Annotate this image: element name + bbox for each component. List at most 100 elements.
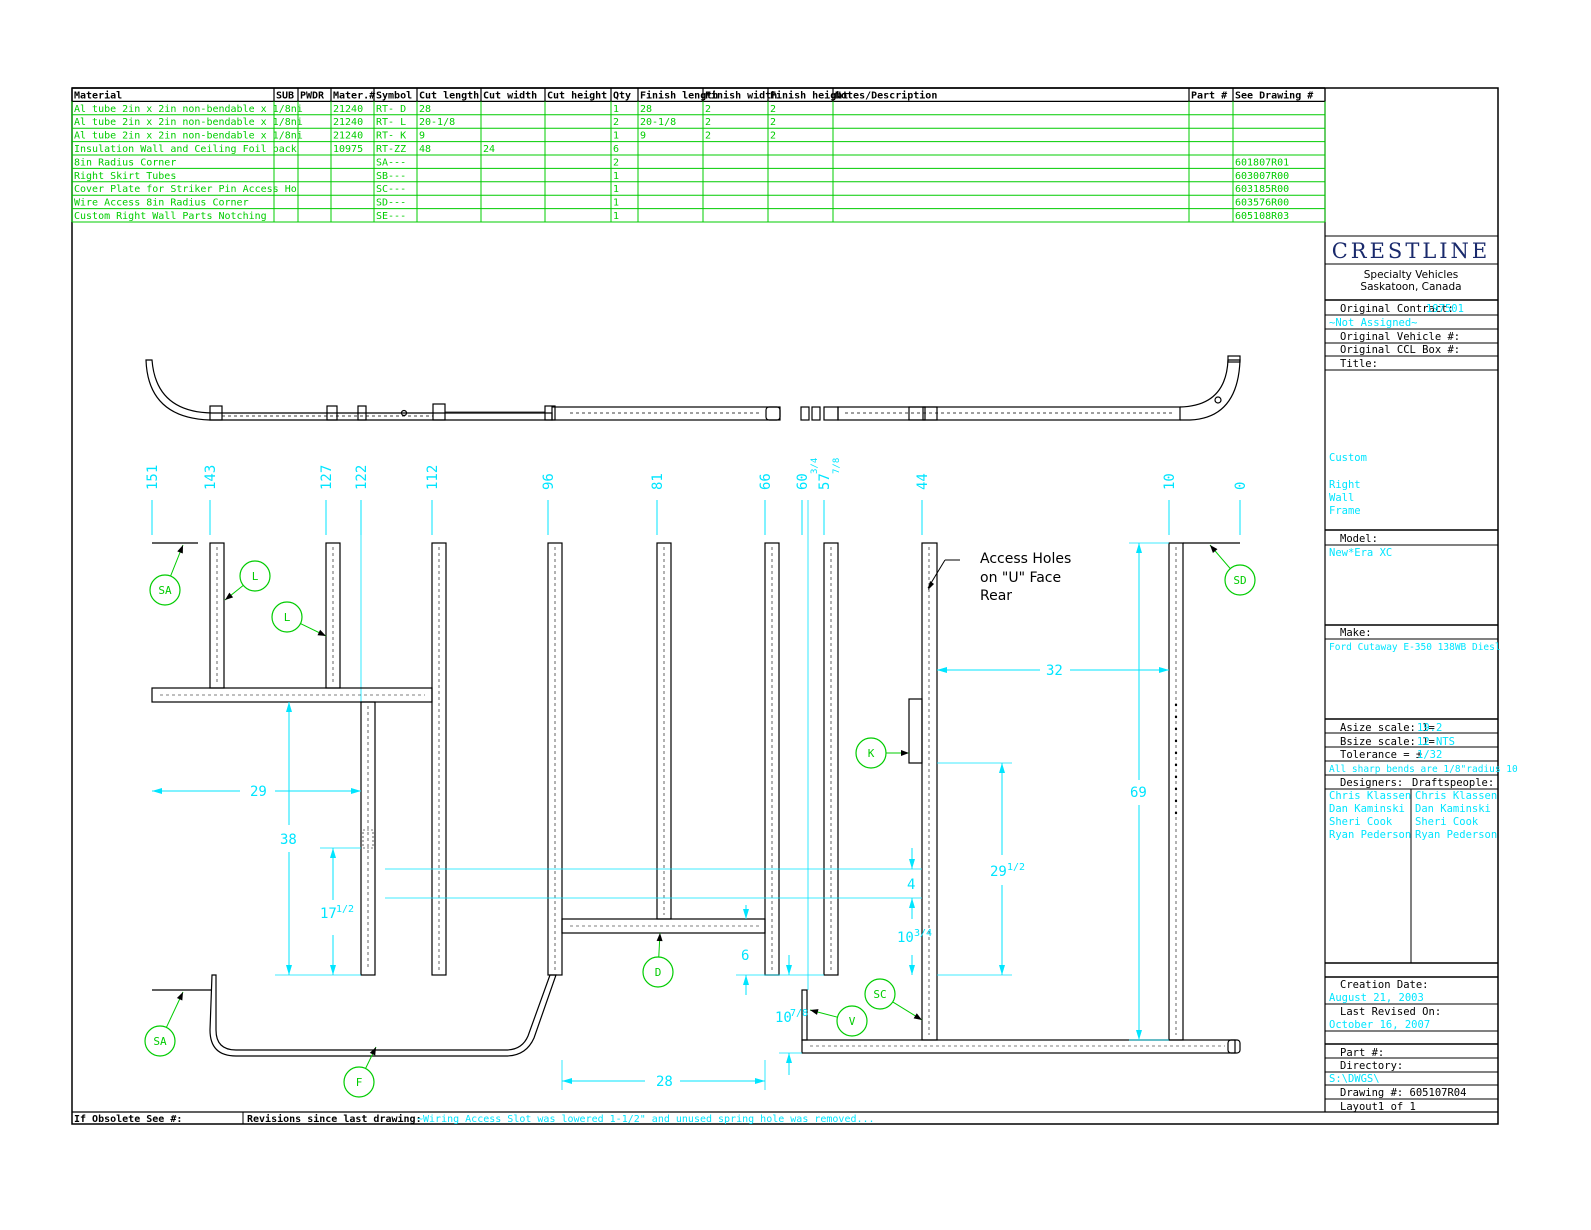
title-block: CRESTLINE Specialty Vehicles Saskatoon, … (1325, 235, 1518, 1113)
bom-cell: SA--- (376, 157, 406, 168)
bom-cell: 2 (705, 104, 711, 115)
bom-cell: RT- L (376, 117, 406, 128)
dim-32: 32 (1046, 663, 1063, 679)
balloon-arrow (1210, 545, 1218, 554)
ordinate-frac: 7/8 (832, 458, 842, 474)
draftsperson-2: Dan Kaminski (1415, 803, 1491, 815)
bom-cell: Al tube 2in x 2in non-bendable x 1/8ni (74, 117, 303, 128)
bom-cell: 603007R00 (1235, 171, 1289, 182)
bom-cell: 21240 (333, 104, 363, 115)
company-line1: Specialty Vehicles (1364, 269, 1459, 281)
front-view (151, 542, 1241, 1057)
bom-cell: 20-1/8 (419, 117, 455, 128)
bom-cell: Al tube 2in x 2in non-bendable x 1/8ni (74, 131, 303, 142)
balloon-circle (144, 1025, 176, 1057)
designer-3: Sheri Cook (1329, 816, 1393, 828)
balloon-arrow (177, 545, 183, 554)
drawing-number: Drawing #: 605107R04 (1340, 1087, 1466, 1099)
balloon-label: V (849, 1015, 856, 1028)
dim-10b-frac: 7/8 (790, 1008, 808, 1019)
balloon-label: L (252, 570, 259, 583)
bom-header-cell: See Drawing # (1235, 89, 1313, 101)
bom-header-cell: Part # (1191, 90, 1227, 101)
title-label: Title: (1340, 358, 1378, 370)
balloon-arrow (913, 1013, 922, 1020)
ordinate-label: 151 (145, 465, 161, 490)
ordinate-label: 44 (915, 473, 931, 490)
crestline-logo: CRESTLINE (1332, 239, 1491, 263)
bom-header-cell: Notes/Description (835, 89, 937, 101)
bom-cell: 1 (613, 104, 619, 115)
bom-header-cell: PWDR (300, 90, 325, 101)
draftsperson-1: Chris Klassen (1415, 790, 1497, 802)
bsize-label: Bsize scale: 1= (1340, 736, 1435, 748)
dim-29b: 29 (990, 864, 1007, 880)
dim-17: 17 (320, 906, 337, 922)
bom-cell: 2 (770, 131, 776, 142)
bom-cell: Cover Plate for Striker Pin Access Ho (74, 184, 297, 195)
dim-29: 29 (250, 784, 267, 800)
dim-69: 69 (1130, 785, 1147, 801)
not-assigned: ~Not Assigned~ (1329, 317, 1418, 329)
dim-28: 28 (656, 1074, 673, 1090)
bom-header-cell: Mater.# (333, 90, 375, 101)
balloon-label: D (655, 966, 662, 979)
bom-cell: Insulation Wall and Ceiling Foil back (74, 144, 297, 155)
draftsperson-4: Ryan Pederson (1415, 829, 1497, 841)
bom-cell: 24 (483, 144, 495, 155)
model-value: New*Era XC (1329, 547, 1392, 559)
bends-note: All sharp bends are 1/8"radius 10 (1329, 764, 1518, 775)
bom-cell: 8in Radius Corner (74, 157, 176, 168)
draftsperson-3: Sheri Cook (1415, 816, 1479, 828)
title-line-2: Right (1329, 479, 1361, 491)
ordinate-label: 96 (541, 473, 557, 490)
ordinate-frac: 3/4 (810, 458, 820, 474)
obsolete-label: If Obsolete See #: (74, 1114, 182, 1125)
ordinate-label: 0 (1233, 482, 1249, 490)
bom-cell: 2 (770, 104, 776, 115)
balloon-arrow (656, 933, 663, 942)
access-holes-note: Access Holes on "U" Face Rear (927, 551, 1071, 604)
balloon-arrow (901, 750, 909, 756)
bom-cell: 601807R01 (1235, 157, 1289, 168)
bom-cell: 9 (640, 131, 646, 142)
bom-header-cell: Symbol (376, 90, 412, 101)
bom-cell: 21240 (333, 131, 363, 142)
directory-label: Directory: (1340, 1060, 1403, 1072)
balloon-label: SA (153, 1035, 167, 1048)
bom-header-cell: Cut width (483, 89, 537, 101)
title-line-3: Wall (1329, 492, 1354, 504)
bom-cell: 2 (770, 117, 776, 128)
revised-value: October 16, 2007 (1329, 1019, 1430, 1031)
balloon-circle (343, 1066, 375, 1098)
bom-header-cell: Qty (613, 90, 631, 101)
company-line2: Saskatoon, Canada (1360, 281, 1461, 293)
ordinate-label: 81 (650, 473, 666, 490)
bom-header-cell: Cut height (547, 89, 607, 101)
creation-value: August 21, 2003 (1329, 992, 1424, 1004)
bom-cell: 1 (613, 184, 619, 195)
balloon-arrow (810, 1009, 819, 1015)
bom-header-cell: Cut length (419, 90, 479, 101)
bom-cell: 28 (419, 104, 431, 115)
designers-label: Designers: (1340, 777, 1403, 789)
bom-cell: 48 (419, 144, 431, 155)
bom-cell: RT- K (376, 131, 406, 142)
make-value: Ford Cutaway E-350 138WB Diesl (1329, 642, 1501, 653)
balloon-label: L (284, 611, 291, 624)
bom-cell: 20-1/8 (640, 117, 676, 128)
bom-cell: 605108R03 (1235, 211, 1289, 222)
bom-cell: 6 (613, 144, 619, 155)
bom-cell: 1 (613, 171, 619, 182)
part-label: Part #: (1340, 1047, 1384, 1059)
tolerance-value: 1/32 (1417, 749, 1442, 761)
dim-10-frac: 3/4 (914, 928, 932, 939)
balloon-label: SA (158, 584, 172, 597)
footer: If Obsolete See #: Revisions since last … (74, 1112, 875, 1125)
bom-cell: SD--- (376, 198, 406, 209)
bom-cell: 603185R00 (1235, 184, 1289, 195)
balloon-circle (642, 956, 674, 988)
